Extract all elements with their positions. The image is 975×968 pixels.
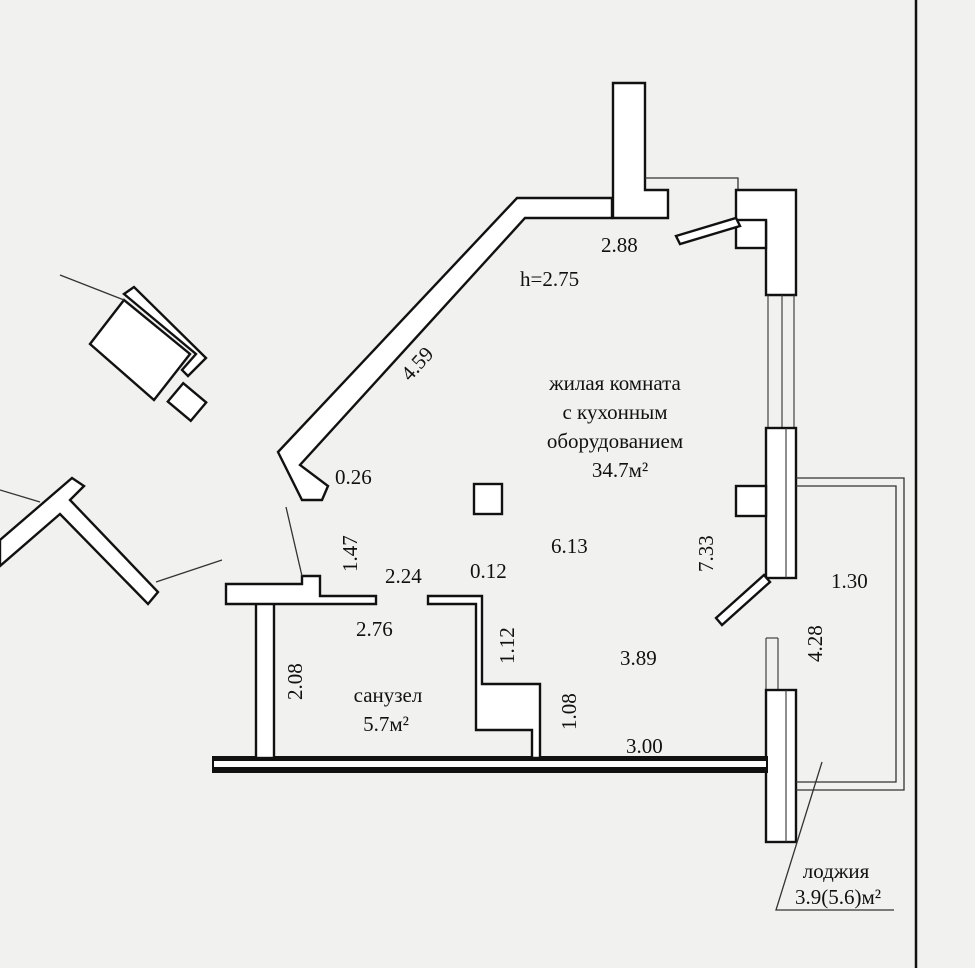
dimension-1-30: 1.30: [831, 569, 868, 593]
right-wall-bottom: [764, 688, 798, 844]
loggia-leader-line: [775, 761, 894, 911]
left-block-wall: [122, 285, 208, 378]
dimension-1-12: 1.12: [495, 627, 519, 664]
leader-line: [155, 559, 223, 583]
door-swing-line: [285, 506, 303, 577]
window-link-line: [645, 177, 739, 193]
living-room-area: 34.7м²: [592, 458, 648, 482]
leader-line: [59, 274, 125, 301]
dimension-1-47: 1.47: [338, 535, 362, 572]
pillar-square-middle: [734, 484, 768, 518]
dimension-1-08: 1.08: [557, 693, 581, 730]
bathroom-right-wall: [426, 594, 542, 760]
left-block-box: [88, 298, 192, 402]
pillar-top: [611, 81, 670, 220]
dimension-4-28: 4.28: [803, 625, 827, 662]
bathroom-left-wall: [254, 600, 276, 760]
loggia-outline: [796, 485, 897, 783]
living-room-name-line2: с кухонным: [562, 400, 667, 424]
dimension-3-89: 3.89: [620, 646, 657, 670]
balcony-door-sash: [714, 573, 772, 627]
dimension-0-26: 0.26: [335, 465, 372, 489]
bathroom-name: санузел: [354, 683, 423, 707]
dimension-6-13: 6.13: [551, 534, 588, 558]
center-column: [472, 482, 504, 516]
dimension-2-08: 2.08: [283, 663, 307, 700]
dimension-2-76: 2.76: [356, 617, 393, 641]
left-block-stub: [166, 381, 208, 423]
dimension-3-00: 3.00: [626, 734, 663, 758]
ceiling-height: h=2.75: [520, 267, 579, 291]
dimension-0-12: 0.12: [470, 559, 507, 583]
bottom-wall-gap: [214, 761, 766, 767]
window-sash-top: [674, 216, 742, 246]
left-lower-wall: [0, 476, 160, 606]
pillar-square-top: [734, 218, 768, 250]
living-room-name-line3: оборудованием: [547, 429, 683, 453]
dimension-2-24: 2.24: [385, 564, 422, 588]
dimension-7-33: 7.33: [694, 535, 718, 572]
leader-line: [0, 489, 41, 503]
loggia-outline: [796, 477, 905, 791]
loggia-area: 3.9(5.6)м²: [795, 885, 881, 909]
diagonal-wall-upper: [276, 196, 614, 502]
bathroom-top-wall: [224, 574, 378, 606]
bathroom-area: 5.7м²: [363, 712, 409, 736]
living-room-name-line1: жилая комната: [548, 371, 681, 395]
right-wall-middle: [764, 426, 798, 580]
loggia-name: лоджия: [803, 859, 870, 883]
dimension-2-88: 2.88: [601, 233, 638, 257]
